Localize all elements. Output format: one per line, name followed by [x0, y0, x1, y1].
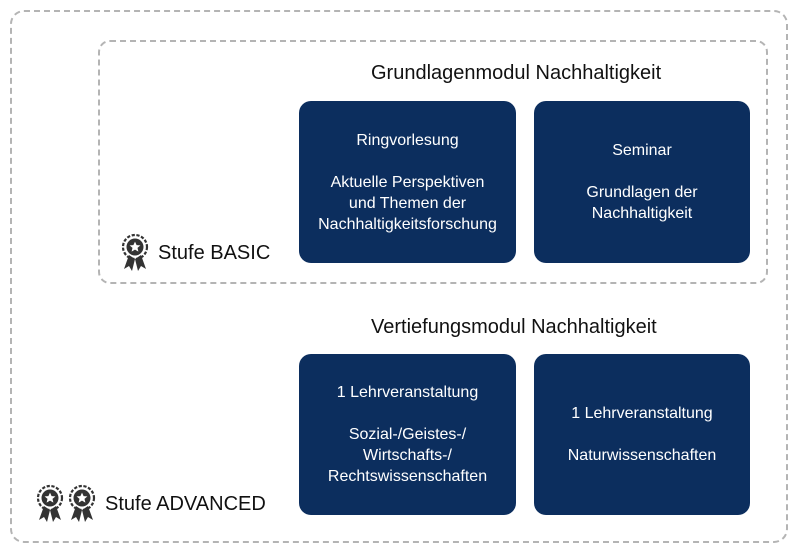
box-line: Aktuelle Perspektiven	[330, 173, 485, 191]
seminar-box: Seminar Grundlagen der Nachhaltigkeit	[534, 101, 750, 263]
award-rosette-icon	[67, 484, 97, 524]
box-line: Seminar	[612, 142, 672, 159]
box-line: Nachhaltigkeitsforschung	[318, 215, 497, 233]
box-line: Grundlagen der	[586, 184, 698, 201]
natural-sciences-course-box: 1 Lehrveranstaltung Naturwissenschaften	[534, 354, 750, 515]
box-line: Naturwissenschaften	[567, 447, 717, 464]
box-line: Sozial-/Geistes-/	[348, 426, 467, 443]
advanced-level-frame	[10, 10, 788, 543]
award-rosette-icon	[120, 233, 150, 273]
advanced-badges	[35, 484, 97, 524]
advanced-level-label: Stufe ADVANCED	[105, 492, 266, 515]
advanced-module-title: Vertiefungsmodul Nachhaltigkeit	[371, 316, 657, 338]
box-line: 1 Lehrveranstaltung	[571, 405, 713, 422]
box-line: Rechtswissenschaften	[327, 468, 488, 485]
advanced-level: Stufe ADVANCED	[35, 484, 266, 524]
basic-module-title: Grundlagenmodul Nachhaltigkeit	[371, 62, 662, 84]
ringvorlesung-box: Ringvorlesung Aktuelle Perspektiven und …	[299, 101, 516, 263]
box-line: Wirtschafts-/	[363, 447, 452, 464]
basic-badges	[120, 233, 150, 273]
social-sciences-course-box: 1 Lehrveranstaltung Sozial-/Geistes-/ Wi…	[299, 354, 516, 515]
basic-level-label: Stufe BASIC	[158, 241, 271, 264]
box-line: Ringvorlesung	[356, 131, 459, 149]
basic-level-frame	[98, 40, 768, 284]
basic-level: Stufe BASIC	[120, 233, 270, 273]
award-rosette-icon	[35, 484, 65, 524]
box-line: Nachhaltigkeit	[591, 205, 693, 222]
box-line: und Themen der	[348, 194, 467, 212]
box-line: 1 Lehrveranstaltung	[336, 384, 479, 401]
